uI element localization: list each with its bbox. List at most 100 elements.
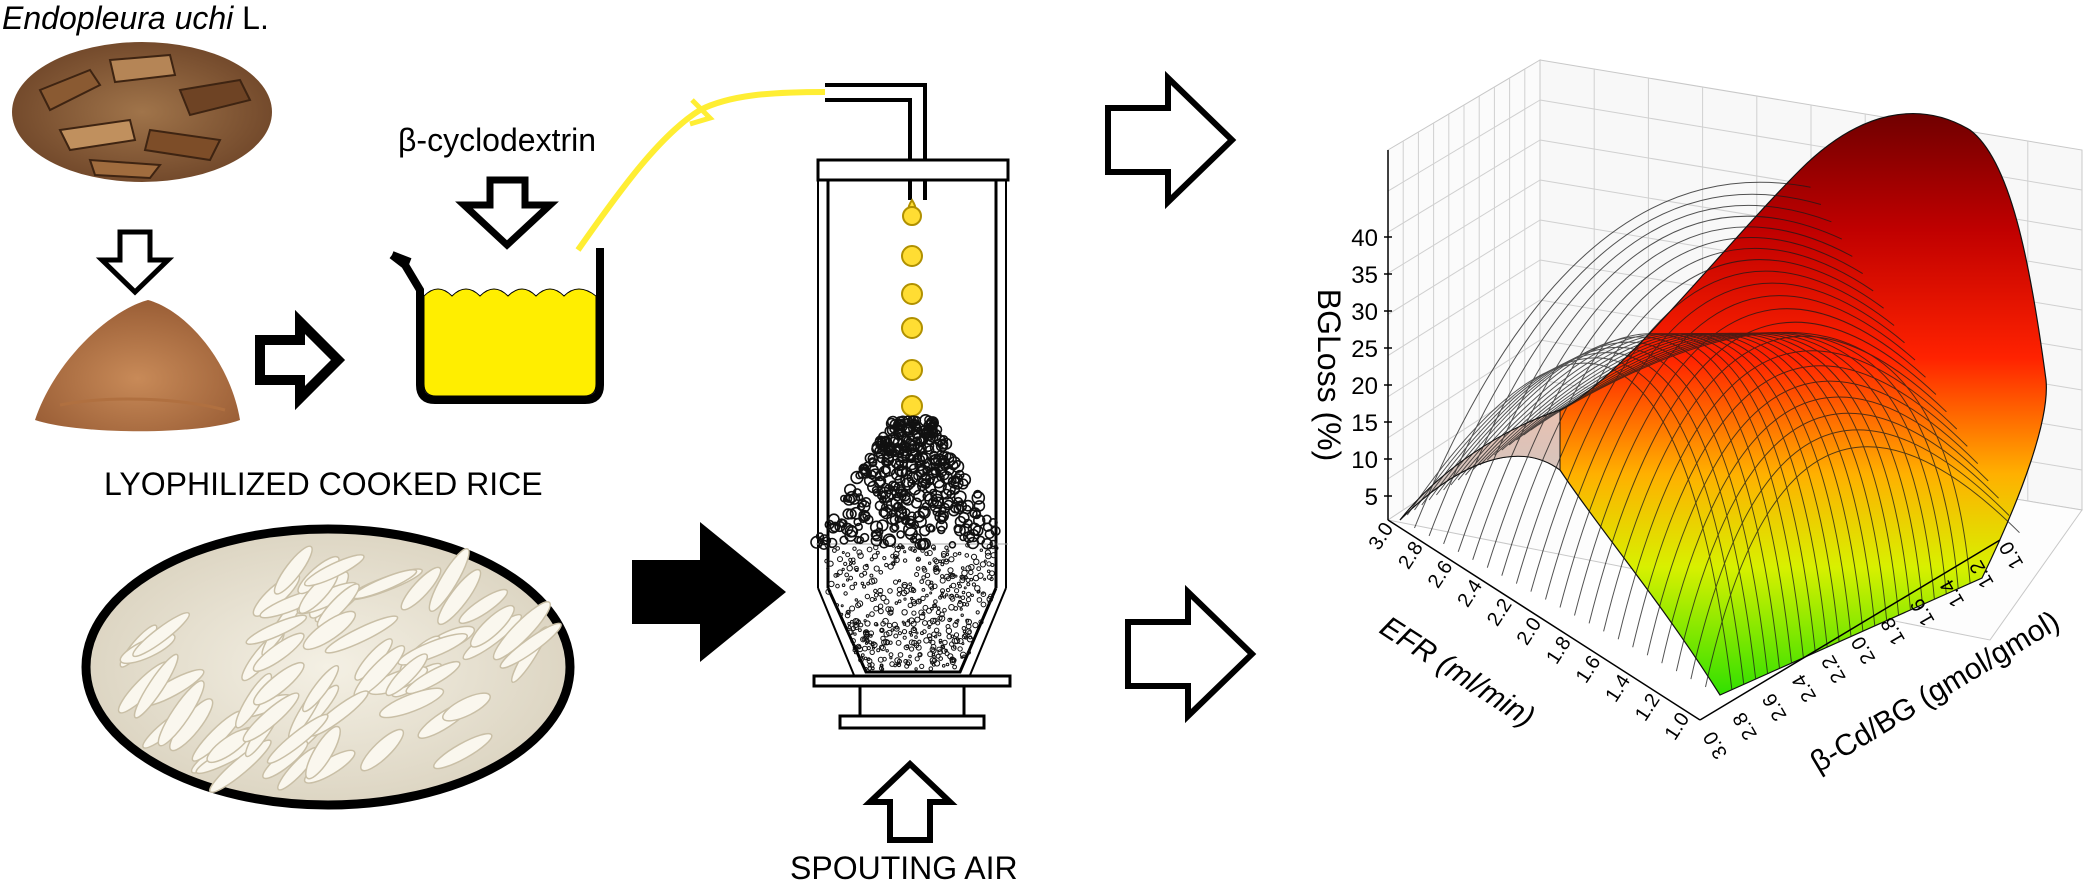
particle [897,415,909,427]
particle [938,615,946,622]
particle [910,599,917,605]
droplet [901,395,923,417]
rice-grain [499,622,562,669]
particle [922,461,931,469]
rice-grain [385,653,429,697]
particle [854,598,858,602]
rice-grain [458,588,509,624]
particle [875,550,880,555]
particle [929,441,942,454]
particle [932,507,942,517]
particle [870,641,876,646]
particle [846,610,850,614]
particle [893,663,897,668]
particle [824,558,829,564]
rice-grain [302,664,340,713]
particle [966,650,972,655]
particle [940,574,945,579]
particle [912,627,917,632]
particle [983,577,987,581]
mesh-line [1559,295,1916,608]
output-arrow-top-icon [1105,70,1237,210]
particle [928,640,932,644]
particle [927,625,931,629]
ratio-tick-label: 2.8 [1729,709,1762,744]
particle [895,640,902,646]
particle [835,546,841,551]
droplets [901,198,923,417]
particle [906,619,911,623]
particle [852,546,857,551]
particle [946,549,950,553]
z-tick-label: 10 [1351,447,1378,474]
particle [901,629,908,635]
particle [951,657,957,663]
particle [835,583,840,589]
particle [952,622,959,628]
rice-grains [117,545,562,794]
particle [973,489,983,499]
particle [877,441,891,456]
particle [869,611,875,617]
particle [862,584,867,589]
particle [826,566,830,571]
particle [908,654,912,659]
z-tick-label: 35 [1351,262,1378,289]
rice-grain [157,680,205,747]
mesh-line [1661,396,1989,664]
down-arrow-icon [95,229,175,296]
particle [953,523,963,534]
particle [880,667,885,671]
particle [915,631,919,635]
particle [908,463,920,475]
particle [960,613,964,617]
particle [869,597,875,602]
particle [908,639,915,646]
particle [952,552,958,557]
efr-tick-label: 1.4 [1601,671,1635,706]
particle [886,443,897,454]
mesh-line [1472,226,1853,560]
particle [822,536,832,545]
species-suffix: L. [242,0,269,36]
particle [864,620,871,627]
ratio-tick-label: 2.6 [1758,690,1791,725]
particle [829,521,841,533]
rice-grain [379,687,445,719]
particle [894,601,899,605]
mesh-line [1435,341,1780,669]
particle [945,593,949,597]
z-tick-label: 40 [1351,225,1378,252]
particle [849,584,856,591]
particle [903,597,907,601]
mesh-line [1421,352,1757,680]
particle [954,619,959,625]
mesh-line [1479,333,1852,637]
particle [877,587,884,594]
particle [884,562,889,568]
particle [882,656,887,662]
particle [940,562,945,567]
particle [936,606,941,611]
particle [948,593,955,600]
particle [886,629,893,637]
particle [957,601,964,608]
particle [921,611,926,616]
particle [837,556,843,563]
particle [981,537,993,550]
particle [961,642,965,646]
particle [921,502,930,511]
species-name: Endopleura uchi [2,0,234,36]
particle [878,608,884,615]
particle [962,629,967,634]
particle [922,620,928,626]
rice-grain [437,568,482,626]
particle [857,552,864,559]
particle [939,577,946,584]
particle [932,557,938,563]
particle [845,490,858,504]
particle [940,644,944,648]
particle [915,598,922,605]
particle [933,564,939,571]
